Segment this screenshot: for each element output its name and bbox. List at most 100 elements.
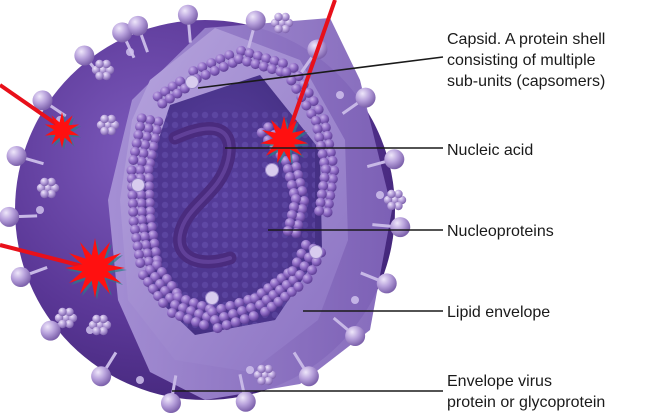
capsomer-bead [328,174,338,184]
capsomer-bead [150,133,160,143]
capsomer-bead [133,241,143,251]
spike-head [178,5,198,25]
spike-head [246,11,266,31]
cluster-bead [40,190,48,198]
capsomer-bead [231,317,241,327]
capsomer-bead [199,320,209,330]
capsomer-bead [319,114,329,124]
spike-head [236,392,256,412]
capsomer-bead [293,282,303,292]
capsomer-bead [137,113,147,123]
cluster-bead [257,365,265,373]
capsomer-bead [152,125,162,135]
capsomer-bead [141,240,151,250]
capsomer-bead [321,164,331,174]
cluster-bead [257,377,265,385]
capsid-vertex-bead [206,292,219,305]
capsomer-bead [326,147,336,157]
cluster-bead [95,72,103,80]
capsomer-bead [151,247,161,257]
cluster-bead [100,115,108,123]
label-nucleic-acid: Nucleic acid [447,140,647,161]
capsomer-bead [158,298,168,308]
capsomer-bead [201,70,211,80]
spike-head [384,149,404,169]
capsomer-bead [128,207,138,217]
cluster-bead [274,25,282,33]
label-lipid-envelope: Lipid envelope [447,302,647,323]
capsomer-bead [153,117,163,127]
spike-head [128,16,148,36]
capsomer-bead [135,258,145,268]
capsomer-bead [317,189,327,199]
cluster-bead [40,178,48,186]
capsomer-bead [324,199,334,209]
capsomer-bead [149,239,159,249]
cluster-bead [100,127,108,135]
surface-bead [376,191,384,199]
spike-head [11,267,31,287]
spike-head [7,146,27,166]
spike-head [299,366,319,386]
capsomer-bead [132,138,142,148]
capsomer-bead [138,148,148,158]
surface-bead [246,366,254,374]
spike-head [41,321,61,341]
capsomer-bead [130,147,140,157]
capsomer-bead [291,84,301,94]
capsomer-bead [143,123,153,133]
capsomer-bead [148,142,158,152]
capsomer-bead [318,181,328,191]
capsomer-bead [133,130,143,140]
cluster-bead [58,308,66,316]
cluster-bead [387,190,395,198]
capsomer-bead [129,216,139,226]
capsomer-bead [325,191,335,201]
capsomer-bead [140,140,150,150]
spike-head [74,46,94,66]
capsomer-bead [147,150,157,160]
capsomer-bead [317,149,327,159]
spike-head [91,366,111,386]
capsomer-bead [130,225,140,235]
capsomer-bead [329,166,339,176]
cluster-bead [387,202,395,210]
cluster-bead [92,327,100,335]
capsomer-bead [145,214,155,224]
cluster-bead [274,13,282,21]
cluster-bead [92,315,100,323]
capsid-vertex-bead [310,246,323,259]
capsomer-bead [328,156,338,166]
capsid-vertex-bead [186,76,199,89]
capsomer-bead [283,226,293,236]
capsomer-bead [321,122,331,132]
spike-head [345,326,365,346]
label-capsid: Capsid. A protein shell consisting of mu… [447,29,647,92]
cluster-bead [58,320,66,328]
capsomer-bead [240,314,250,324]
capsomer-bead [314,133,324,143]
capsid-vertex-bead [266,164,279,177]
capsomer-bead [138,223,148,233]
surface-bead [336,91,344,99]
capsomer-bead [319,173,329,183]
spike-head [0,207,19,227]
capsomer-bead [137,215,147,225]
surface-bead [36,206,44,214]
capsomer-bead [314,206,324,216]
capsomer-bead [145,115,155,125]
capsomer-bead [131,233,141,243]
surface-bead [136,376,144,384]
capsomer-bead [219,62,229,72]
capsomer-bead [303,274,313,284]
capsomer-bead [213,323,223,333]
capsomer-bead [327,182,337,192]
capsomer-bead [128,155,138,165]
capsomer-bead [210,66,220,76]
capsomer-bead [222,320,232,330]
spike-head [390,217,410,237]
capsomer-bead [323,207,333,217]
capsomer-bead [148,230,158,240]
spike-head [356,88,376,108]
spike-head [161,393,181,413]
